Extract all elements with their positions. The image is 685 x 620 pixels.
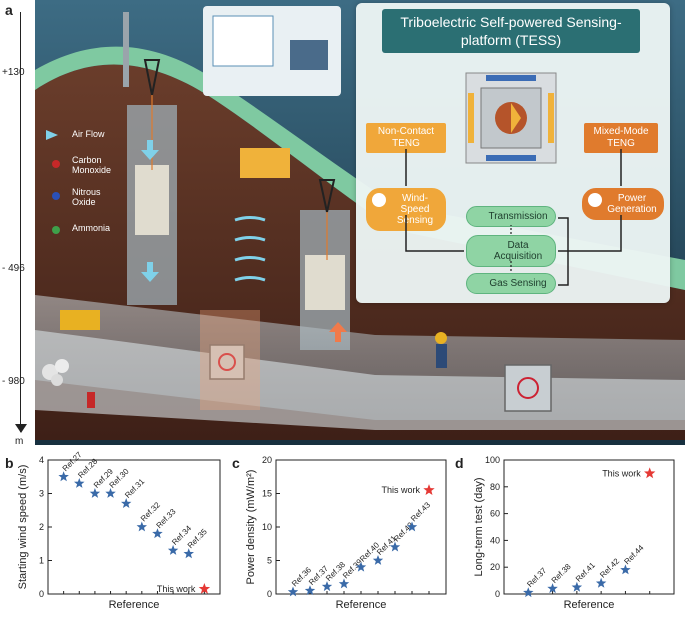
depth-label-mid: - 496 [2,263,25,274]
transmission-pill: Transmission [466,206,556,227]
y-tick-label: 1 [39,556,44,566]
data-point-star [58,471,69,482]
data-point-star [121,498,132,508]
tess-flow-arrows [405,149,622,286]
y-tick-label: 15 [262,489,272,499]
y-axis-label: Power density (mW/m²) [245,470,257,585]
data-point-star [620,564,631,575]
non-contact-teng-header: Non-Contact TENG [366,123,446,153]
y-tick-label: 2 [39,522,44,532]
y-tick-label: 80 [490,482,500,492]
power-icon [588,193,602,207]
data-point-star [167,544,179,555]
data-point-star [183,548,194,559]
data-point-star [89,488,101,498]
y-axis-label: Starting wind speed (m/s) [17,465,29,590]
this-work-label: This work [602,468,641,478]
depth-label-bottom: - 980 [2,376,25,387]
mine-scene-illustration [35,0,685,445]
ref-label: Ref.44 [622,543,645,566]
data-point-star [74,478,85,488]
legend-co-label: Carbon Monoxide [72,155,112,175]
data-point-star [389,541,401,552]
plot-frame [47,459,221,595]
data-point-star [321,581,333,592]
y-tick-label: 0 [267,589,272,599]
legend-airflow-icon [46,130,58,140]
co-molecule-icon [52,160,60,168]
y-tick-label: 20 [262,455,272,465]
x-axis-label: Reference [336,599,387,611]
mixed-mode-teng-header: Mixed-Mode TENG [584,123,658,153]
y-tick-label: 100 [485,455,500,465]
ref-label: Ref.38 [550,562,573,585]
data-point-star [152,528,163,539]
y-tick-label: 5 [267,556,272,566]
legend-n2o-label: Nitrous Oxide [72,187,101,207]
data-point-star [304,585,316,596]
y-tick-label: 4 [39,455,44,465]
ammonia-molecule-icon [52,226,60,234]
depth-axis-arrow [15,424,27,433]
tess-panel: Triboelectric Self-powered Sensing-platf… [356,3,670,303]
data-point-star [372,555,384,565]
x-axis-label: Reference [564,599,615,611]
gas-sensing-pill: Gas Sensing [466,273,556,294]
this-work-star [644,467,656,479]
this-work-star [198,583,211,594]
data-point-star [595,577,607,588]
data-point-star [571,581,583,592]
data-point-star [547,583,558,594]
ref-label: Ref.37 [525,566,548,589]
legend-airflow-label: Air Flow [72,129,105,139]
panel-a-letter: a [5,2,13,18]
panel-b-letter: b [5,455,14,471]
y-axis-label: Long-term test (day) [473,477,485,576]
data-point-star [136,521,147,532]
ref-label: Ref.41 [574,560,597,583]
y-tick-label: 0 [495,589,500,599]
data-point-star [338,578,350,589]
plot-frame [503,459,675,595]
ref-label: Ref.43 [409,500,432,523]
x-axis-label: Reference [109,599,160,611]
y-tick-label: 20 [490,562,500,572]
n2o-molecule-icon [52,192,60,200]
y-tick-label: 10 [262,522,272,532]
panel-d-letter: d [455,455,464,471]
tess-title: Triboelectric Self-powered Sensing-platf… [382,9,640,53]
depth-unit: m [15,436,24,447]
data-point-star [523,587,534,598]
this-work-label: This work [157,584,196,594]
y-tick-label: 0 [39,589,44,599]
ref-label: Ref.31 [123,477,146,500]
data-point-star [355,561,367,572]
teng-device-icon [465,72,557,164]
this-work-label: This work [381,485,420,495]
depth-axis-line [20,12,21,432]
ref-label: Ref.42 [598,556,621,579]
data-point-star [287,586,299,597]
legend-ammonia-label: Ammonia [72,223,111,233]
y-tick-label: 40 [490,535,500,545]
panel-c-letter: c [232,455,240,471]
depth-label-top: +130 [2,67,25,78]
data-point-star [105,488,116,498]
wind-icon [372,193,386,207]
data-point-star [406,521,418,532]
y-tick-label: 3 [39,489,44,499]
y-tick-label: 60 [490,509,500,519]
this-work-star [423,484,435,495]
